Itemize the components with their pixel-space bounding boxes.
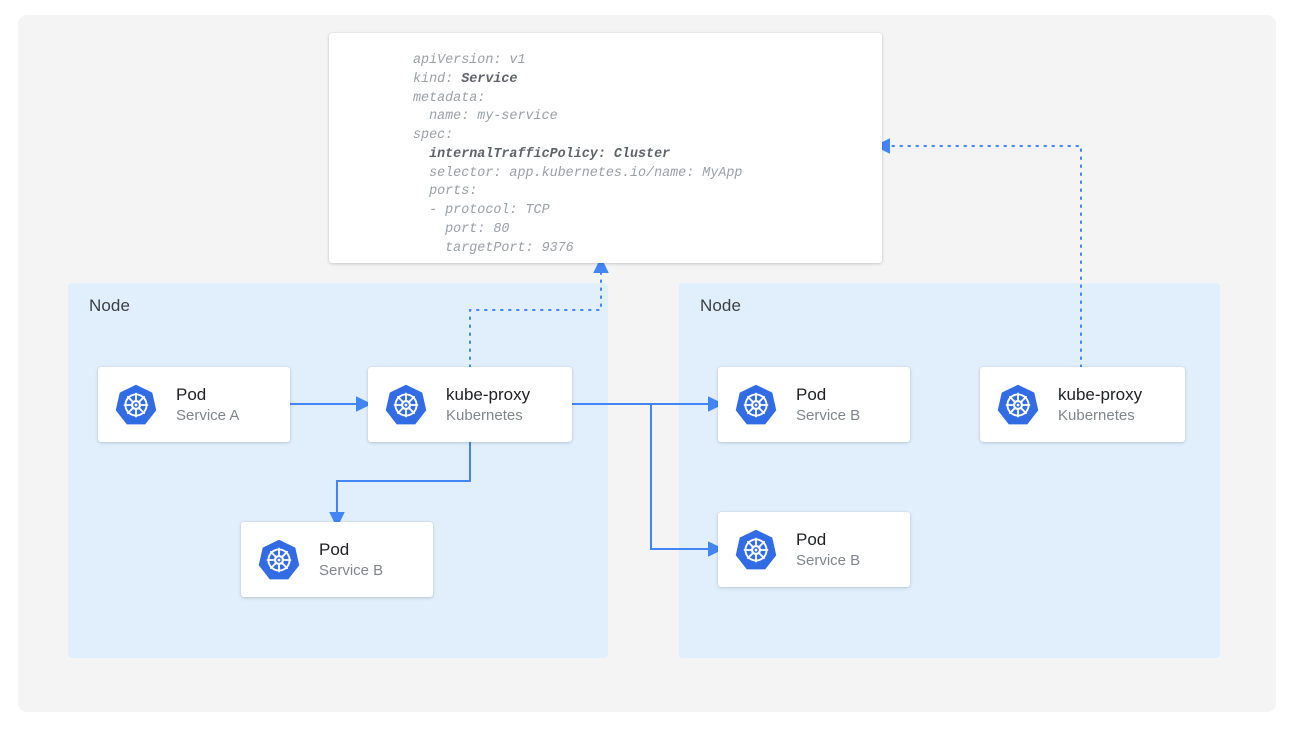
card-subtitle: Service B <box>796 551 861 569</box>
card-subtitle: Kubernetes <box>1058 406 1135 424</box>
card-title: Pod <box>796 530 827 550</box>
yaml-line: spec: <box>413 128 454 143</box>
yaml-line: ports: <box>413 184 478 200</box>
card-subtitle: Service B <box>319 561 384 579</box>
card-title: Pod <box>176 385 207 405</box>
kubernetes-icon <box>996 383 1040 427</box>
yaml-line: port: 80 <box>413 221 510 237</box>
card-pod-service-b-remote-1[interactable]: Pod Service B <box>718 367 910 442</box>
card-pod-service-a[interactable]: Pod Service A <box>98 367 290 442</box>
card-kube-proxy-right[interactable]: kube-proxy Kubernetes <box>980 367 1185 442</box>
card-subtitle: Service A <box>176 406 240 424</box>
service-spec-card: apiVersion: v1 kind: Service metadata: nam… <box>329 33 882 263</box>
yaml-line: selector: app.kubernetes.io/name: MyApp <box>413 165 743 181</box>
kubernetes-icon <box>734 383 778 427</box>
yaml-line: metadata: <box>413 90 486 106</box>
card-subtitle: Service B <box>796 406 861 424</box>
yaml-line: apiVersion: v1 <box>413 53 526 68</box>
node-container-left: Node <box>68 283 608 658</box>
card-kube-proxy-left[interactable]: kube-proxy Kubernetes <box>368 367 572 442</box>
kubernetes-icon <box>384 383 428 427</box>
card-title: Pod <box>796 385 827 405</box>
kubernetes-icon <box>114 383 158 427</box>
yaml-line: targetPort: 9376 <box>413 240 574 256</box>
kubernetes-icon <box>257 538 301 582</box>
card-title: kube-proxy <box>446 385 531 405</box>
service-spec-text: apiVersion: v1 kind: Service metadata: nam… <box>413 52 742 258</box>
kubernetes-icon <box>734 528 778 572</box>
yaml-line: - protocol: TCP <box>413 203 550 218</box>
card-title: kube-proxy <box>1058 385 1143 405</box>
yaml-line: name: my-service <box>413 109 558 125</box>
yaml-line: kind: Service <box>413 71 518 87</box>
yaml-line: internalTrafficPolicy: Cluster <box>429 146 671 162</box>
node-label-left: Node <box>89 296 131 315</box>
node-label-right: Node <box>700 296 742 315</box>
card-title: Pod <box>319 540 350 560</box>
card-pod-service-b-remote-2[interactable]: Pod Service B <box>718 512 910 587</box>
node-container-right: Node <box>679 283 1220 658</box>
card-subtitle: Kubernetes <box>446 406 523 424</box>
card-pod-service-b-local[interactable]: Pod Service B <box>241 522 433 597</box>
